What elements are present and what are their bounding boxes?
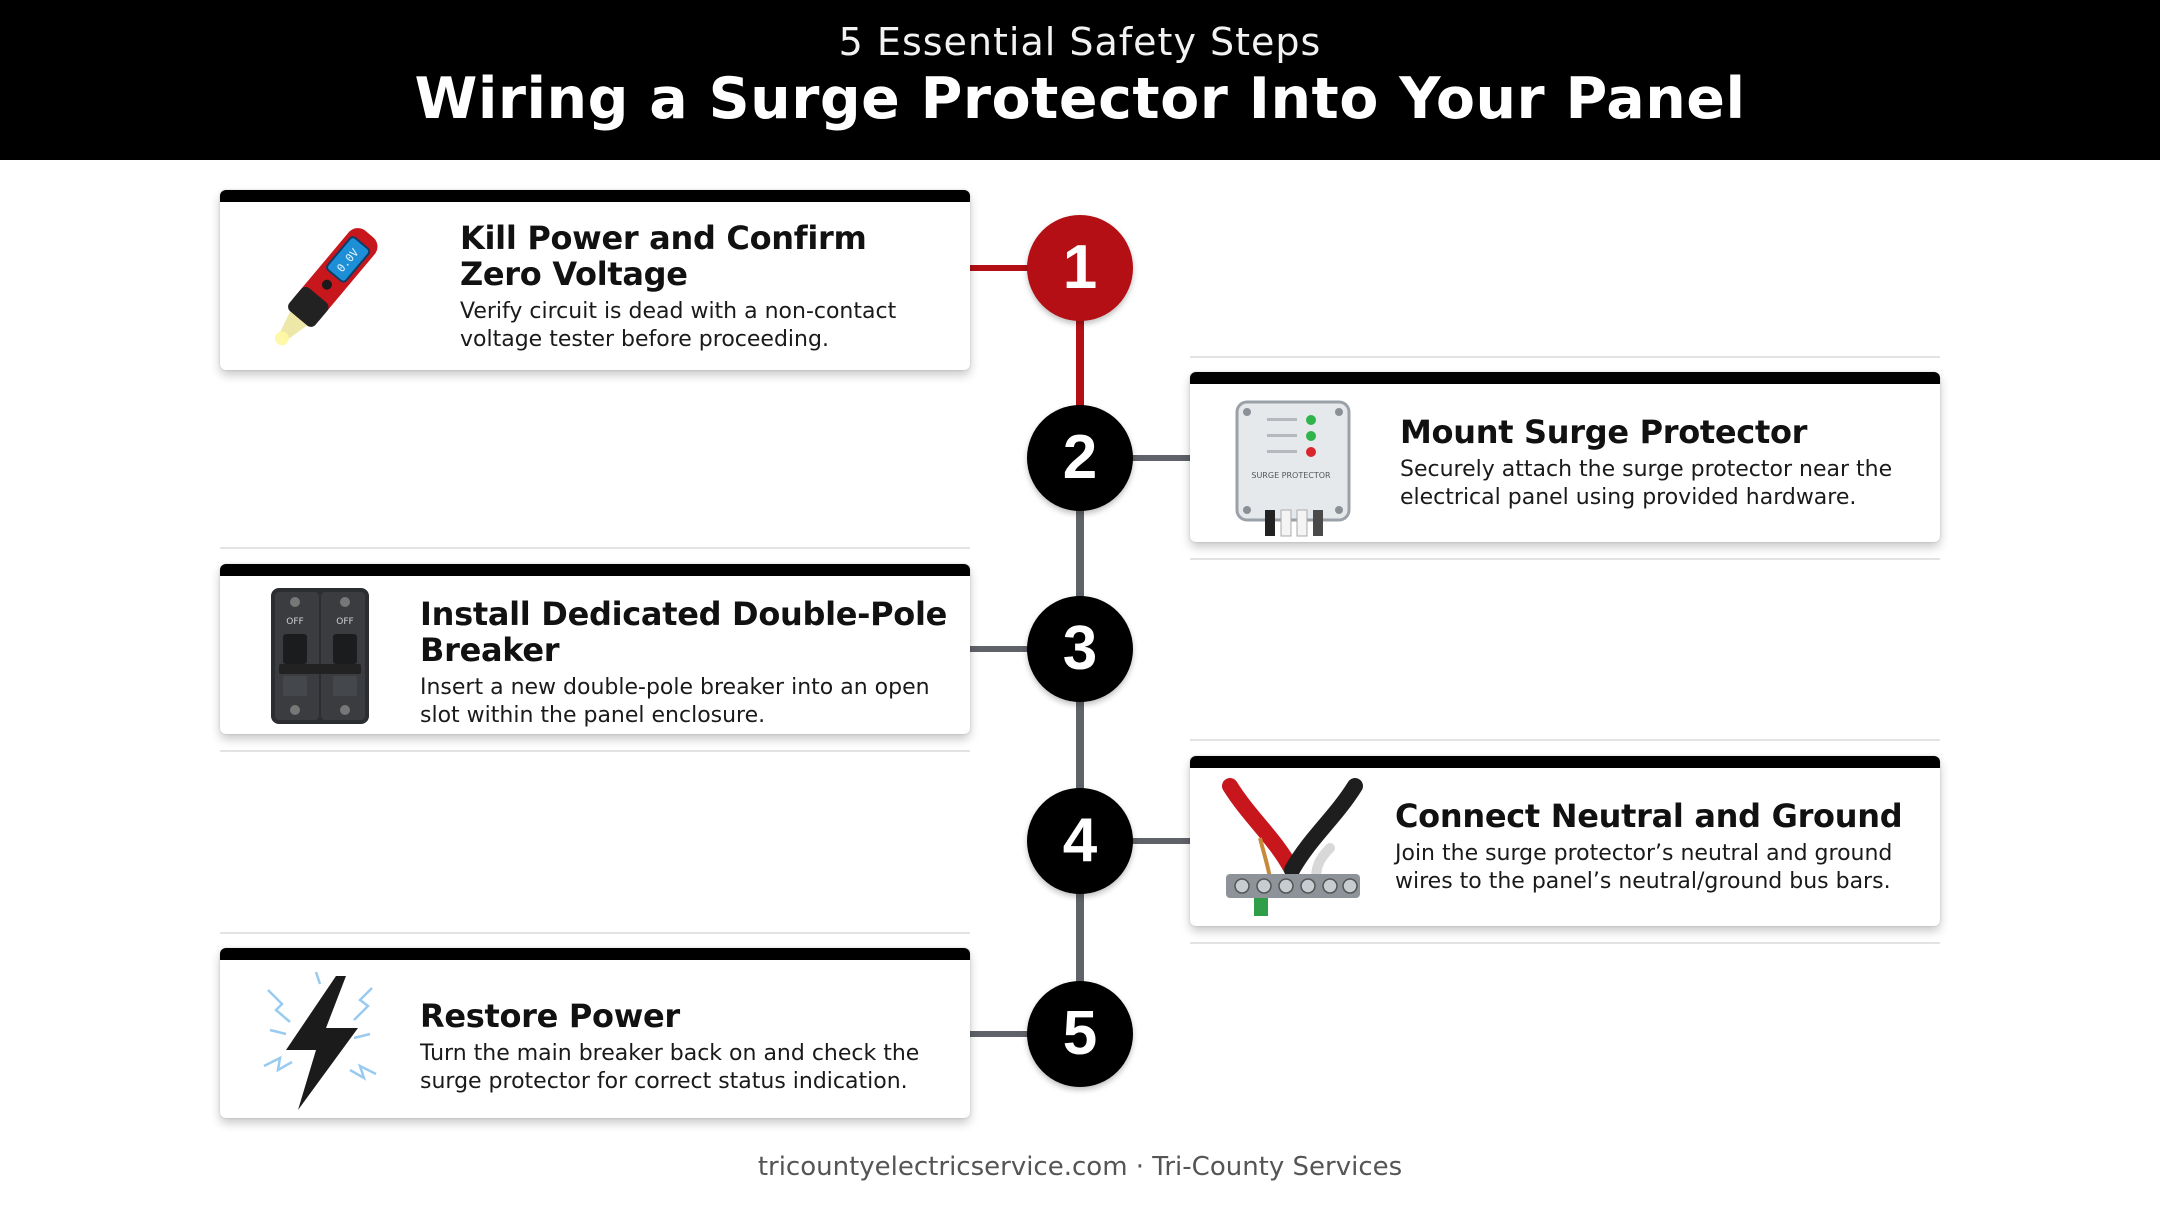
divider-line: [1190, 558, 1940, 560]
step-title-5: Restore Power: [420, 997, 680, 1035]
divider-line: [1190, 739, 1940, 741]
step-card-4: Connect Neutral and Ground Join the surg…: [1190, 756, 1940, 926]
connector-step-1: [970, 265, 1030, 271]
header-banner: 5 Essential Safety Steps Wiring a Surge …: [0, 0, 2160, 160]
wires-bus-bar-icon: [1220, 778, 1365, 923]
page-title: Wiring a Surge Protector Into Your Panel: [414, 66, 1746, 132]
step-card-3: OFF OFF Install Dedicated Double-Pole Br…: [220, 564, 970, 734]
step-description-3: Insert a new double-pole breaker into an…: [420, 675, 930, 728]
step-number-3: 3: [1027, 596, 1133, 702]
lightning-bolt-icon: [250, 970, 390, 1115]
footer-credit: tricountyelectricservice.com · Tri-Count…: [757, 1152, 1403, 1182]
connector-step-4: [1130, 838, 1190, 844]
step-title-1: Kill Power and Confirm Zero Voltage: [460, 219, 867, 293]
step-description-4: Join the surge protector’s neutral and g…: [1395, 841, 1893, 894]
step-card-2: SURGE PROTECTOR Mount Surge Protector Se…: [1190, 372, 1940, 542]
double-pole-breaker-icon: OFF OFF: [265, 584, 375, 729]
divider-line: [1190, 942, 1940, 944]
step-description-5: Turn the main breaker back on and check …: [420, 1041, 920, 1094]
breaker-label-right: OFF: [336, 617, 353, 627]
step-description-1: Verify circuit is dead with a non-contac…: [460, 299, 897, 352]
voltage-tester-icon: 0.0V: [250, 212, 400, 362]
breaker-label-left: OFF: [286, 617, 303, 627]
divider-line: [1190, 356, 1940, 358]
step-card-1: 0.0V Kill Power and Confirm Zero Voltage…: [220, 190, 970, 370]
divider-line: [220, 547, 970, 549]
divider-line: [220, 932, 970, 934]
step-card-5: Restore Power Turn the main breaker back…: [220, 948, 970, 1118]
divider-line: [220, 750, 970, 752]
step-number-5: 5: [1027, 981, 1133, 1087]
device-label-text: SURGE PROTECTOR: [1251, 471, 1331, 480]
timeline-spine: [1076, 456, 1084, 1026]
connector-step-3: [970, 646, 1030, 652]
step-number-4: 4: [1027, 788, 1133, 894]
page-subtitle: 5 Essential Safety Steps: [838, 20, 1322, 64]
surge-protector-icon: SURGE PROTECTOR: [1225, 394, 1360, 539]
step-description-2: Securely attach the surge protector near…: [1400, 457, 1893, 510]
step-number-1: 1: [1027, 215, 1133, 321]
connector-step-2: [1130, 455, 1190, 461]
step-title-4: Connect Neutral and Ground: [1395, 797, 1903, 835]
step-number-2: 2: [1027, 405, 1133, 511]
step-title-3: Install Dedicated Double-Pole Breaker: [420, 595, 948, 669]
connector-step-5: [970, 1031, 1030, 1037]
timeline-spine-active: [1076, 266, 1084, 466]
step-title-2: Mount Surge Protector: [1400, 413, 1808, 451]
